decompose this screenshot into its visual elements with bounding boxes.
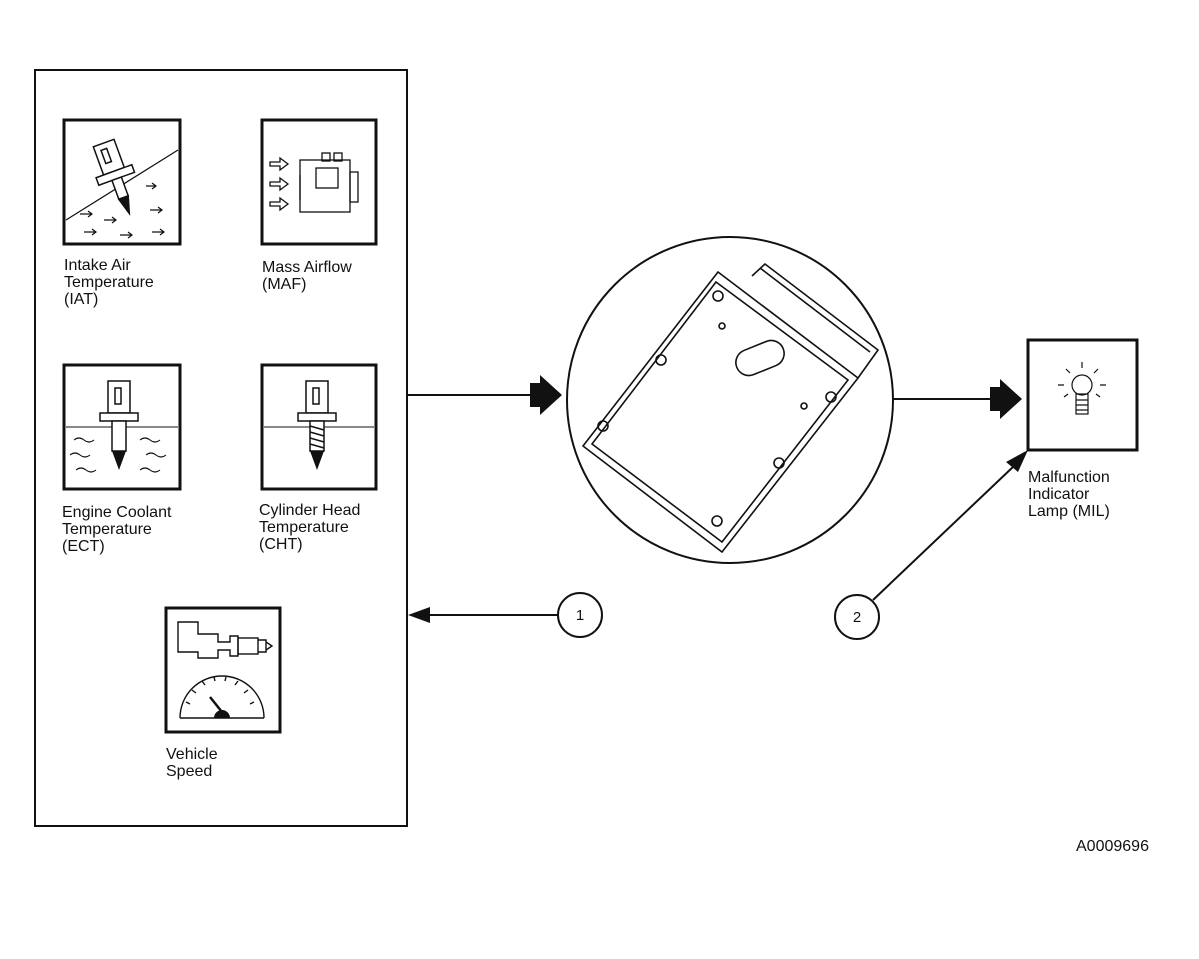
callout-1-circle xyxy=(557,592,603,638)
ect-label: Engine Coolant Temperature (ECT) xyxy=(62,504,172,555)
ect-sensor-icon xyxy=(62,363,182,491)
callout-2-circle xyxy=(834,594,880,640)
iat-label: Intake Air Temperature (IAT) xyxy=(64,257,154,308)
input-arrow xyxy=(407,375,562,415)
callout-2-number: 2 xyxy=(853,609,861,626)
mil-lamp-icon xyxy=(1026,338,1139,452)
vehicle-speed-icon xyxy=(164,606,282,734)
maf-sensor-icon xyxy=(260,118,378,246)
callout-1-leader xyxy=(408,607,558,623)
reference-code: A0009696 xyxy=(1076,838,1149,855)
sensor-panel xyxy=(34,69,408,827)
cht-sensor-icon xyxy=(260,363,378,491)
vehicle-speed-label: Vehicle Speed xyxy=(166,746,218,780)
pcm-module-icon xyxy=(566,236,894,564)
cht-label: Cylinder Head Temperature (CHT) xyxy=(259,502,361,553)
mil-label: Malfunction Indicator Lamp (MIL) xyxy=(1028,469,1110,520)
callout-1-number: 1 xyxy=(576,607,584,624)
maf-label: Mass Airflow (MAF) xyxy=(262,259,352,293)
iat-sensor-icon xyxy=(62,118,182,246)
output-arrow xyxy=(893,379,1022,419)
callout-2-leader xyxy=(872,450,1028,601)
